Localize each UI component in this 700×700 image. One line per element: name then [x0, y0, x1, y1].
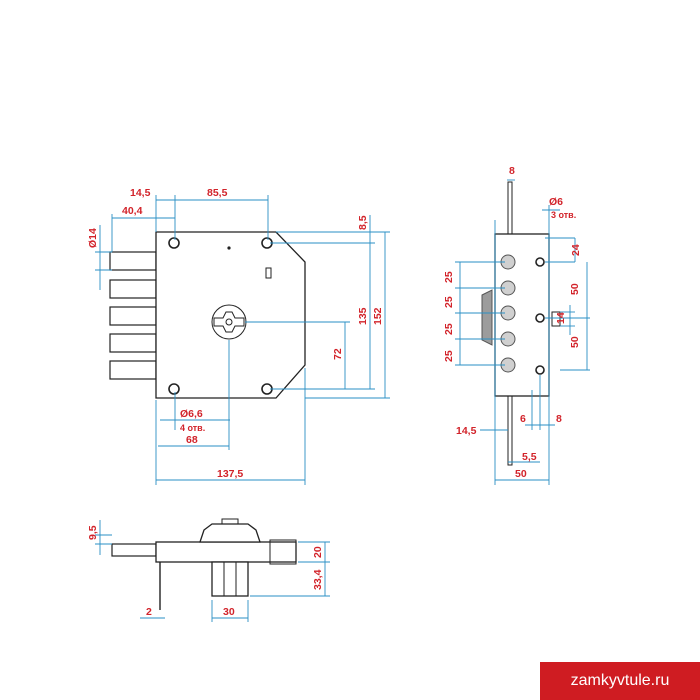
dim-5-5: 5,5: [522, 451, 537, 463]
watermark: zamkyvtule.ru: [540, 662, 700, 700]
side-hole-3: [535, 365, 545, 375]
dim-dia-14: Ø14: [87, 228, 99, 248]
bottom-bolt: [111, 543, 157, 557]
dim-24: 24: [570, 244, 582, 256]
bolt-3: [109, 306, 157, 326]
bottom-pin: [507, 394, 513, 466]
mount-hole-3: [168, 383, 180, 395]
dim-25-1: 25: [443, 271, 455, 283]
dim-14-5-side: 14,5: [456, 425, 477, 437]
dim-137-5: 137,5: [217, 468, 243, 480]
dim-14: 14: [555, 312, 567, 324]
dim-25-4: 25: [443, 350, 455, 362]
dim-14-5: 14,5: [130, 187, 151, 199]
top-pin: [507, 181, 513, 235]
dim-25-2: 25: [443, 296, 455, 308]
dim-72: 72: [332, 348, 344, 360]
bottom-body: [155, 541, 297, 563]
front-dimension-lines: [95, 195, 390, 485]
side-hole-2: [535, 313, 545, 323]
dim-dia-6-6: Ø6,6: [180, 408, 203, 420]
dim-8-side: 8: [556, 413, 562, 425]
slot: [265, 267, 272, 279]
bolt-2: [109, 279, 157, 299]
dim-50-upper: 50: [569, 283, 581, 295]
bolt-1: [109, 251, 157, 271]
bolt-4: [109, 333, 157, 353]
cylinder-top: [221, 518, 239, 525]
dim-8-5: 8,5: [357, 215, 369, 230]
dim-3-holes: 3 отв.: [551, 210, 576, 220]
dim-135: 135: [357, 307, 369, 325]
bottom-view: 9,5 20 33,4 2 30: [87, 518, 330, 622]
bottom-plate: [269, 539, 297, 565]
dim-9-5: 9,5: [87, 525, 99, 540]
front-view: 14,5 85,5 40,4 Ø14 8,5 135 152 72 Ø6,6 4…: [87, 187, 390, 485]
dim-2: 2: [146, 606, 152, 618]
latch: [481, 289, 493, 346]
dim-33-4: 33,4: [312, 569, 324, 590]
bolt-5: [109, 360, 157, 380]
dim-50-lower: 50: [569, 336, 581, 348]
mount-hole-1: [168, 237, 180, 249]
side-slot: [551, 311, 561, 327]
dim-85-5: 85,5: [207, 187, 228, 199]
cylinder-housing: [199, 523, 261, 543]
dim-dia-6: Ø6: [549, 196, 563, 208]
cylinder-icon: [211, 304, 247, 340]
cylinder-body: [211, 561, 249, 597]
dim-40-4: 40,4: [122, 205, 143, 217]
side-dimension-lines: [455, 179, 590, 485]
dim-8-top: 8: [509, 165, 515, 177]
side-view: 8 Ø6 3 отв. 24 50 14 50 25 25 25 25 14,5…: [443, 165, 590, 485]
dim-152: 152: [372, 307, 384, 325]
dim-25-3: 25: [443, 323, 455, 335]
dim-68: 68: [186, 434, 198, 446]
dim-50-bottom: 50: [515, 468, 527, 480]
small-dot: [227, 246, 231, 250]
dim-6: 6: [520, 413, 526, 425]
dim-20: 20: [312, 546, 324, 558]
dim-4-holes: 4 отв.: [180, 423, 205, 433]
dim-30: 30: [223, 606, 235, 618]
bottom-dimension-lines: [95, 520, 330, 622]
side-hole-1: [535, 257, 545, 267]
